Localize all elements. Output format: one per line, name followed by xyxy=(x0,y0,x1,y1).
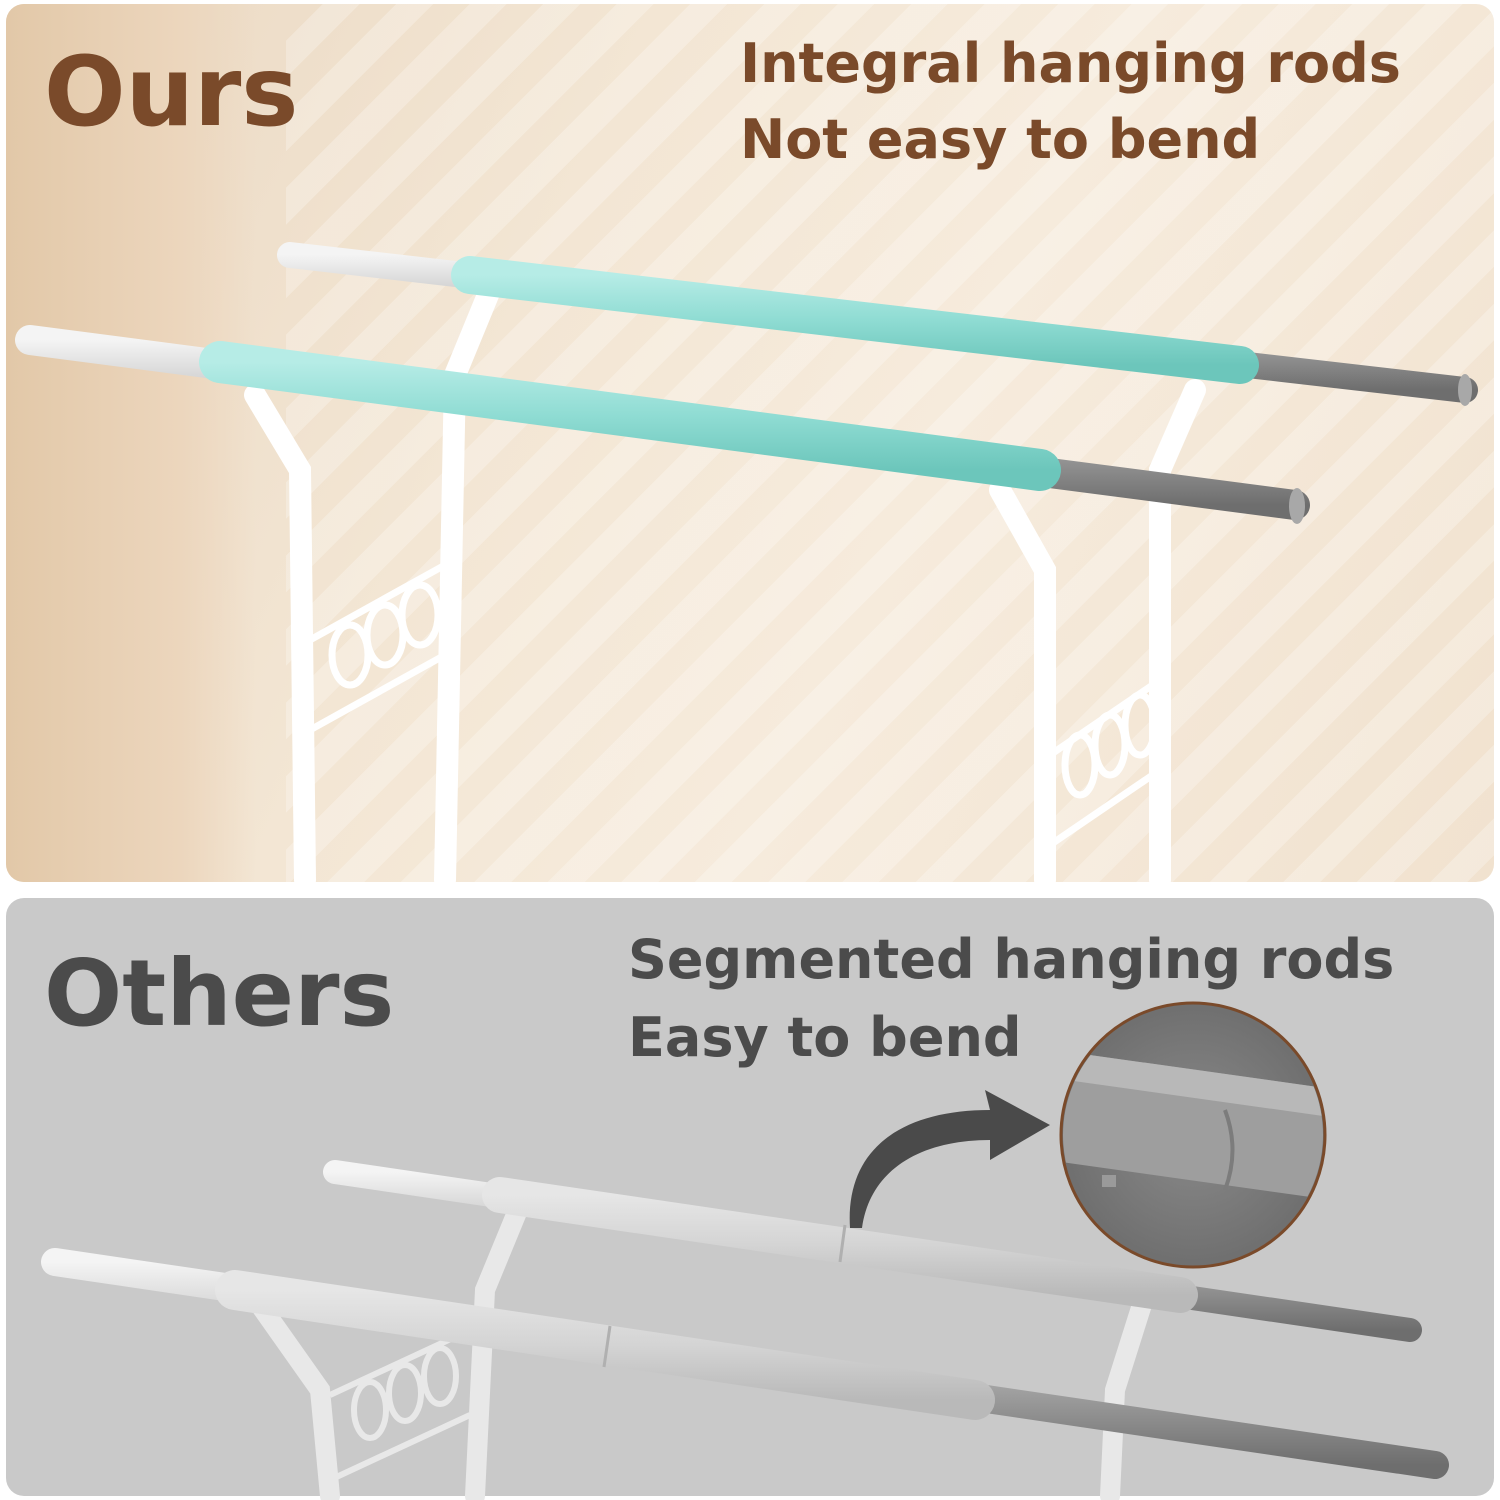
others-caption-line-2: Easy to bend xyxy=(628,1006,1022,1069)
ours-rear-rod xyxy=(277,242,1478,406)
ours-caption-line-2: Not easy to bend xyxy=(740,108,1261,171)
wall-shadow xyxy=(6,4,256,882)
others-frame xyxy=(250,1195,1155,1500)
curved-arrow-icon xyxy=(849,1090,1050,1228)
ours-ring-panel-right xyxy=(1048,677,1162,848)
ours-heading: Ours xyxy=(44,36,299,148)
others-front-rod xyxy=(41,1248,1449,1479)
others-heading: Others xyxy=(44,940,395,1047)
ours-caption-line-1: Integral hanging rods xyxy=(740,32,1401,95)
ours-ring-panel-left xyxy=(308,561,447,734)
ours-front-rod xyxy=(15,325,1310,524)
others-ring-panel xyxy=(328,1327,472,1483)
joint-zoom-circle xyxy=(1059,1001,1327,1269)
others-rear-rod xyxy=(323,1160,1422,1342)
others-caption-line-1: Segmented hanging rods xyxy=(628,928,1395,991)
ours-panel xyxy=(6,4,1494,882)
